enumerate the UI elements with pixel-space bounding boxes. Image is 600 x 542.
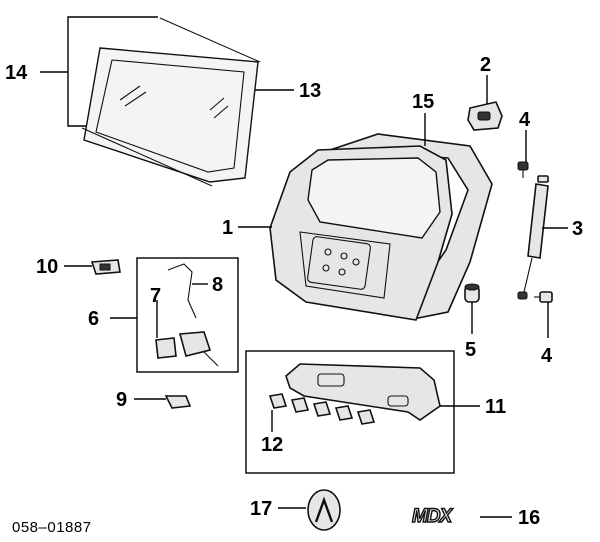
callout-4-upper: 4 bbox=[519, 109, 531, 131]
figure-code: 058–01887 bbox=[12, 519, 92, 536]
callout-8: 8 bbox=[212, 274, 223, 296]
callout-7: 7 bbox=[150, 285, 161, 307]
opener-switch bbox=[90, 259, 121, 275]
callout-12: 12 bbox=[261, 434, 283, 456]
callout-11: 11 bbox=[485, 396, 506, 418]
callout-4-lower: 4 bbox=[541, 345, 553, 367]
callout-15: 15 bbox=[412, 91, 434, 113]
latch-rod bbox=[167, 263, 197, 319]
callout-10: 10 bbox=[36, 256, 58, 278]
callout-9: 9 bbox=[116, 389, 127, 411]
bumper-stopper bbox=[464, 283, 480, 303]
callout-3: 3 bbox=[572, 218, 583, 240]
acura-letters-emblem bbox=[268, 393, 376, 425]
leader-14 bbox=[40, 16, 158, 127]
retaining-clip bbox=[164, 395, 192, 409]
callout-13: 13 bbox=[299, 80, 321, 102]
tailgate-panel bbox=[269, 145, 453, 321]
license-garnish bbox=[285, 363, 441, 421]
callout-2: 2 bbox=[480, 54, 491, 76]
callout-6: 6 bbox=[88, 308, 99, 330]
tailgate-outer-seal bbox=[329, 133, 493, 319]
latch-actuator bbox=[155, 331, 219, 367]
bolt-lower bbox=[534, 291, 553, 303]
callout-14: 14 bbox=[5, 62, 28, 84]
rear-window-glass bbox=[83, 47, 259, 183]
mdx-badge: MDX bbox=[412, 506, 454, 527]
glass-molding-strips bbox=[81, 17, 261, 187]
callout-5: 5 bbox=[465, 339, 476, 361]
bolt-upper bbox=[517, 161, 529, 178]
acura-logo-badge bbox=[307, 489, 341, 531]
latch-assembly-box bbox=[136, 257, 239, 373]
callout-16: 16 bbox=[518, 507, 540, 529]
hinge bbox=[467, 101, 503, 131]
gas-strut bbox=[517, 175, 549, 300]
callout-1: 1 bbox=[222, 217, 233, 239]
callout-17: 17 bbox=[250, 498, 272, 520]
garnish-box bbox=[245, 350, 455, 474]
